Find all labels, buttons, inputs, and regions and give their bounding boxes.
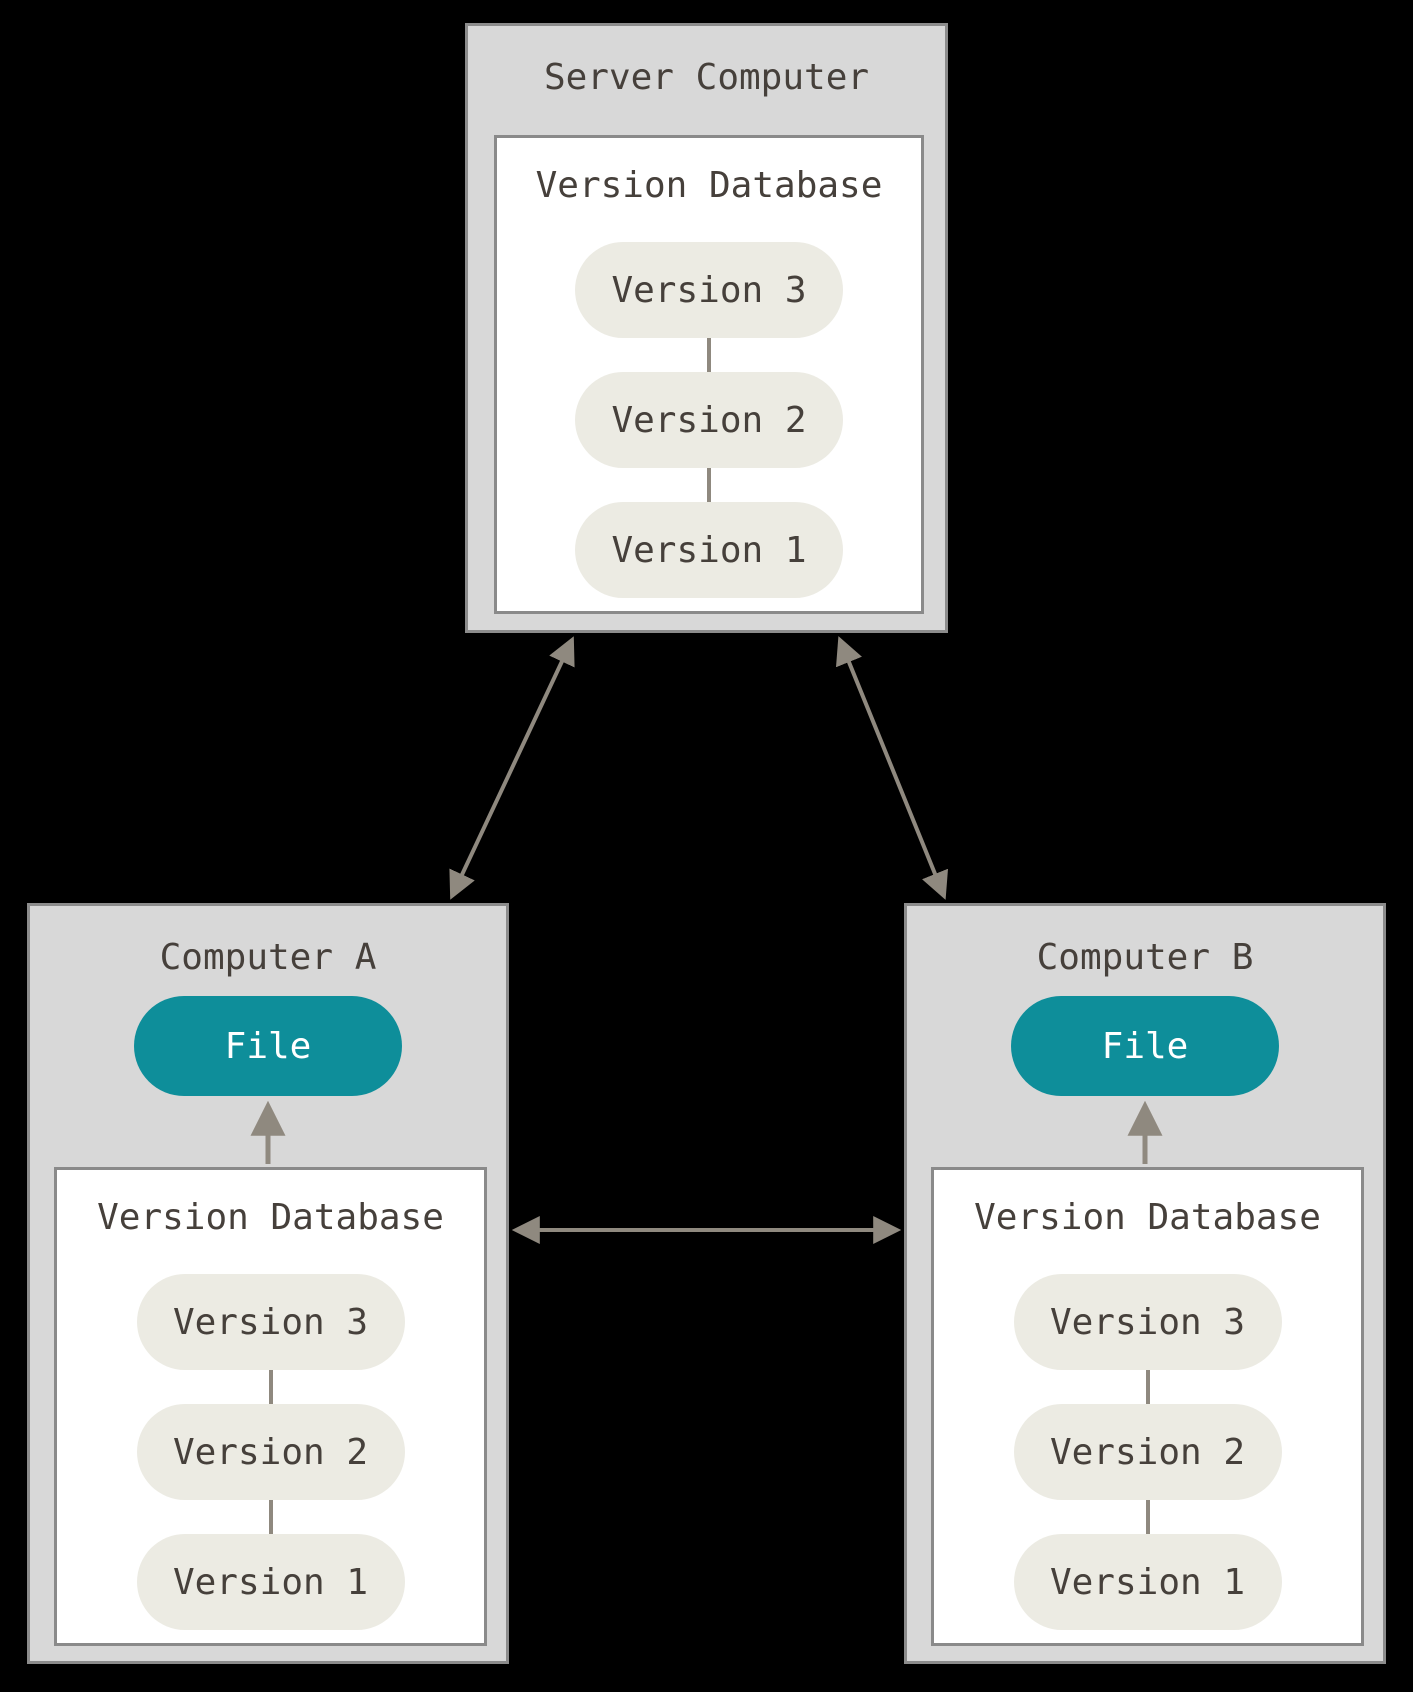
computer-a-file-pill: File — [134, 996, 402, 1096]
computer-a-version-database-title: Version Database — [97, 1197, 444, 1238]
sync-arrow-server-computer-b-icon — [835, 636, 949, 900]
computer-b-version-database-title: Version Database — [974, 1197, 1321, 1238]
version-link-line — [268, 1370, 273, 1404]
version-link-line — [707, 468, 711, 502]
version-link-line — [1145, 1500, 1150, 1534]
computer-a-version-3-pill: Version 3 — [136, 1274, 405, 1370]
version-link-line — [268, 1500, 273, 1534]
computer-b-file-pill: File — [1011, 996, 1279, 1096]
computer-a-version-1-pill: Version 1 — [136, 1534, 405, 1630]
computer-b-version-stack: Version 3 Version 2 Version 1 — [934, 1274, 1361, 1630]
server-computer-title: Server Computer — [543, 57, 870, 98]
version-link-line — [707, 338, 711, 372]
computer-b-box: Computer B File Version Database Version… — [904, 903, 1386, 1664]
computer-a-version-database-box: Version Database Version 3 Version 2 Ver… — [54, 1167, 487, 1646]
server-version-database-title: Version Database — [535, 165, 883, 206]
server-version-stack: Version 3 Version 2 Version 1 — [497, 242, 921, 598]
server-version-database-box: Version Database Version 3 Version 2 Ver… — [494, 135, 924, 614]
server-version-1-pill: Version 1 — [575, 502, 843, 598]
sync-arrow-server-computer-a-icon — [449, 636, 575, 900]
computer-b-version-3-pill: Version 3 — [1013, 1274, 1282, 1370]
server-version-3-pill: Version 3 — [575, 242, 843, 338]
computer-b-version-1-pill: Version 1 — [1013, 1534, 1282, 1630]
computer-a-box: Computer A File Version Database Version… — [27, 903, 509, 1664]
version-link-line — [1145, 1370, 1150, 1404]
computer-b-version-2-pill: Version 2 — [1013, 1404, 1282, 1500]
server-computer-box: Server Computer Version Database Version… — [465, 23, 948, 633]
computer-a-version-stack: Version 3 Version 2 Version 1 — [57, 1274, 484, 1630]
computer-a-title: Computer A — [159, 937, 377, 978]
computer-b-version-database-box: Version Database Version 3 Version 2 Ver… — [931, 1167, 1364, 1646]
computer-a-version-2-pill: Version 2 — [136, 1404, 405, 1500]
computer-b-title: Computer B — [1036, 937, 1254, 978]
server-version-2-pill: Version 2 — [575, 372, 843, 468]
